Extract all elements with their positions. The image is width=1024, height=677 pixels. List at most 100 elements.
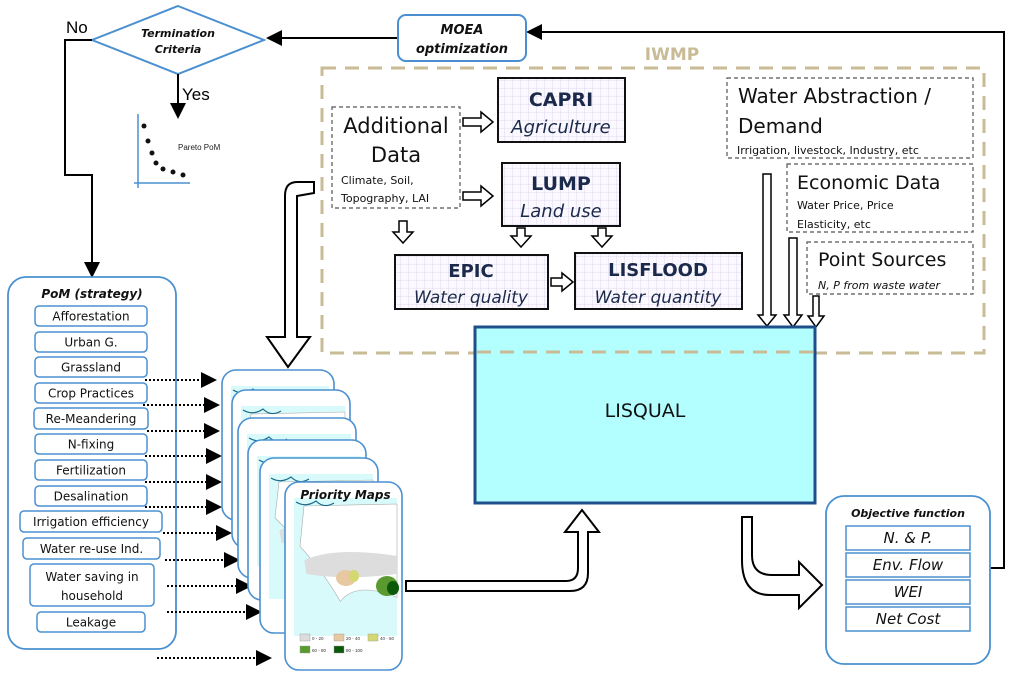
point-sources-sub: N, P from waste water xyxy=(818,279,942,292)
legend-swatch xyxy=(333,645,345,654)
priority-maps-legend: 0 - 20 20 - 40 40 - 60 60 - 80 80 - 100 xyxy=(299,633,395,654)
legend-label: 60 - 80 xyxy=(312,648,327,653)
additional-data-title-1: Additional xyxy=(343,114,448,138)
objective-item-label: Net Cost xyxy=(876,610,942,628)
yes-label: Yes xyxy=(182,85,210,104)
map-region xyxy=(304,551,397,578)
arrow-to-capri xyxy=(462,110,495,134)
termination-criteria-diamond xyxy=(89,4,267,76)
no-path-line xyxy=(64,39,100,278)
point-sources-title: Point Sources xyxy=(818,249,946,271)
feedback-line-right xyxy=(526,24,1005,569)
water-abstraction-title-1: Water Abstraction / xyxy=(738,84,931,108)
moea-label-1: MOEA xyxy=(441,23,484,38)
pom-item: Afforestation xyxy=(34,305,148,327)
pom-item-label: Water re-use Ind. xyxy=(40,542,143,556)
additional-data-title-2: Data xyxy=(371,143,421,167)
arrow-pointsources-to-lisqual xyxy=(806,295,826,329)
pom-item-label: N-fixing xyxy=(68,438,115,452)
legend-label: 0 - 20 xyxy=(312,636,324,641)
arrow-lump-to-lisflood xyxy=(590,227,614,249)
termination-label-1: Termination xyxy=(141,27,215,40)
objective-item: Env. Flow xyxy=(845,552,971,578)
pom-item-label: household xyxy=(61,589,123,603)
economic-data-sub-1: Water Price, Price xyxy=(797,199,894,212)
legend-label: 80 - 100 xyxy=(346,648,363,653)
pom-title: PoM (strategy) xyxy=(41,287,142,301)
point-sources-box xyxy=(806,241,974,295)
objective-item-label: WEI xyxy=(894,583,923,601)
epic-desc: Water quality xyxy=(414,288,529,308)
lisqual-label: LISQUAL xyxy=(605,400,686,422)
water-abstraction-sub: Irrigation, livestock, Industry, etc xyxy=(737,144,919,157)
pom-item: Grassland xyxy=(34,356,148,378)
epic-name: EPIC xyxy=(448,261,493,282)
dotted-arrows xyxy=(143,372,272,666)
additional-data-sub-1: Climate, Soil, xyxy=(341,174,414,187)
pom-item-label: Re-Meandering xyxy=(46,412,137,426)
pareto-label: Pareto PoM xyxy=(178,143,221,152)
legend-swatch xyxy=(299,633,311,642)
arrow-lump-to-epic xyxy=(509,227,533,249)
lisflood-name: LISFLOOD xyxy=(608,260,708,281)
pom-item: Urban G. xyxy=(34,331,148,353)
lump-desc: Land use xyxy=(520,201,601,222)
additional-data-box xyxy=(331,106,461,209)
pom-item-label: Grassland xyxy=(61,361,121,375)
pom-item-label: Leakage xyxy=(66,616,116,630)
iwmp-label: IWMP xyxy=(645,45,699,65)
pom-item-label: Afforestation xyxy=(52,310,129,324)
priority-map-card xyxy=(284,481,403,671)
pom-item: Irrigation efficiency xyxy=(19,510,163,533)
pom-item: Water re-use Ind. xyxy=(22,537,161,560)
economic-data-title: Economic Data xyxy=(797,172,940,194)
pom-item-label: Water saving in xyxy=(45,570,138,584)
arrow-to-epic xyxy=(391,220,415,245)
epic-box xyxy=(394,254,549,310)
lisqual-box xyxy=(473,325,817,505)
pom-item-label: Fertilization xyxy=(56,464,126,478)
pom-item: Leakage xyxy=(36,611,146,633)
priority-maps-title: Priority Maps xyxy=(300,488,390,502)
capri-box xyxy=(497,77,626,143)
objective-item: Net Cost xyxy=(845,606,971,632)
arrow-lisqual-to-objective xyxy=(741,516,824,611)
objective-item: N. & P. xyxy=(845,525,971,551)
legend-swatch xyxy=(367,633,379,642)
water-abstraction-title-2: Demand xyxy=(738,114,823,138)
pom-item-label: Crop Practices xyxy=(48,387,134,401)
objective-item-label: N. & P. xyxy=(884,529,933,547)
moea-optimization-box xyxy=(397,14,527,62)
lisflood-desc: Water quantity xyxy=(595,288,723,308)
economic-data-sub-2: Elasticity, etc xyxy=(797,218,871,231)
objective-item: WEI xyxy=(845,579,971,605)
legend-label: 20 - 40 xyxy=(346,636,361,641)
pom-item: Desalination xyxy=(34,485,148,507)
arrow-to-lump xyxy=(462,184,495,208)
legend-label: 40 - 60 xyxy=(380,636,395,641)
lump-name: LUMP xyxy=(531,173,591,195)
water-abstraction-box xyxy=(726,77,974,159)
priority-maps-stack: Priority Maps 0 - 20 20 - 40 40 - 60 60 - 80… xyxy=(221,369,403,671)
pom-item-label: Urban G. xyxy=(64,336,117,350)
objective-function-title: Objective function xyxy=(851,507,965,520)
arrow-maps-to-lisqual xyxy=(405,508,602,592)
pom-item: N-fixing xyxy=(34,433,148,455)
pom-item-label: Desalination xyxy=(54,490,129,504)
lisflood-box xyxy=(574,252,743,310)
pom-item: Fertilization xyxy=(34,459,148,481)
pareto-plot xyxy=(134,114,190,188)
pom-item: Re-Meandering xyxy=(33,407,149,430)
lump-box xyxy=(501,162,621,227)
pom-item: Water saving in household xyxy=(29,563,155,607)
additional-data-sub-2: Topography, LAI xyxy=(340,192,429,205)
termination-label-2: Criteria xyxy=(155,43,202,56)
objective-item-label: Env. Flow xyxy=(873,556,944,574)
legend-swatch xyxy=(333,633,345,642)
arrow-abstraction-to-lisqual xyxy=(756,173,778,328)
arrow-economic-to-lisqual xyxy=(782,237,804,329)
capri-name: CAPRI xyxy=(529,89,593,111)
no-label: No xyxy=(66,18,88,37)
arrow-additional-to-maps xyxy=(265,181,315,369)
